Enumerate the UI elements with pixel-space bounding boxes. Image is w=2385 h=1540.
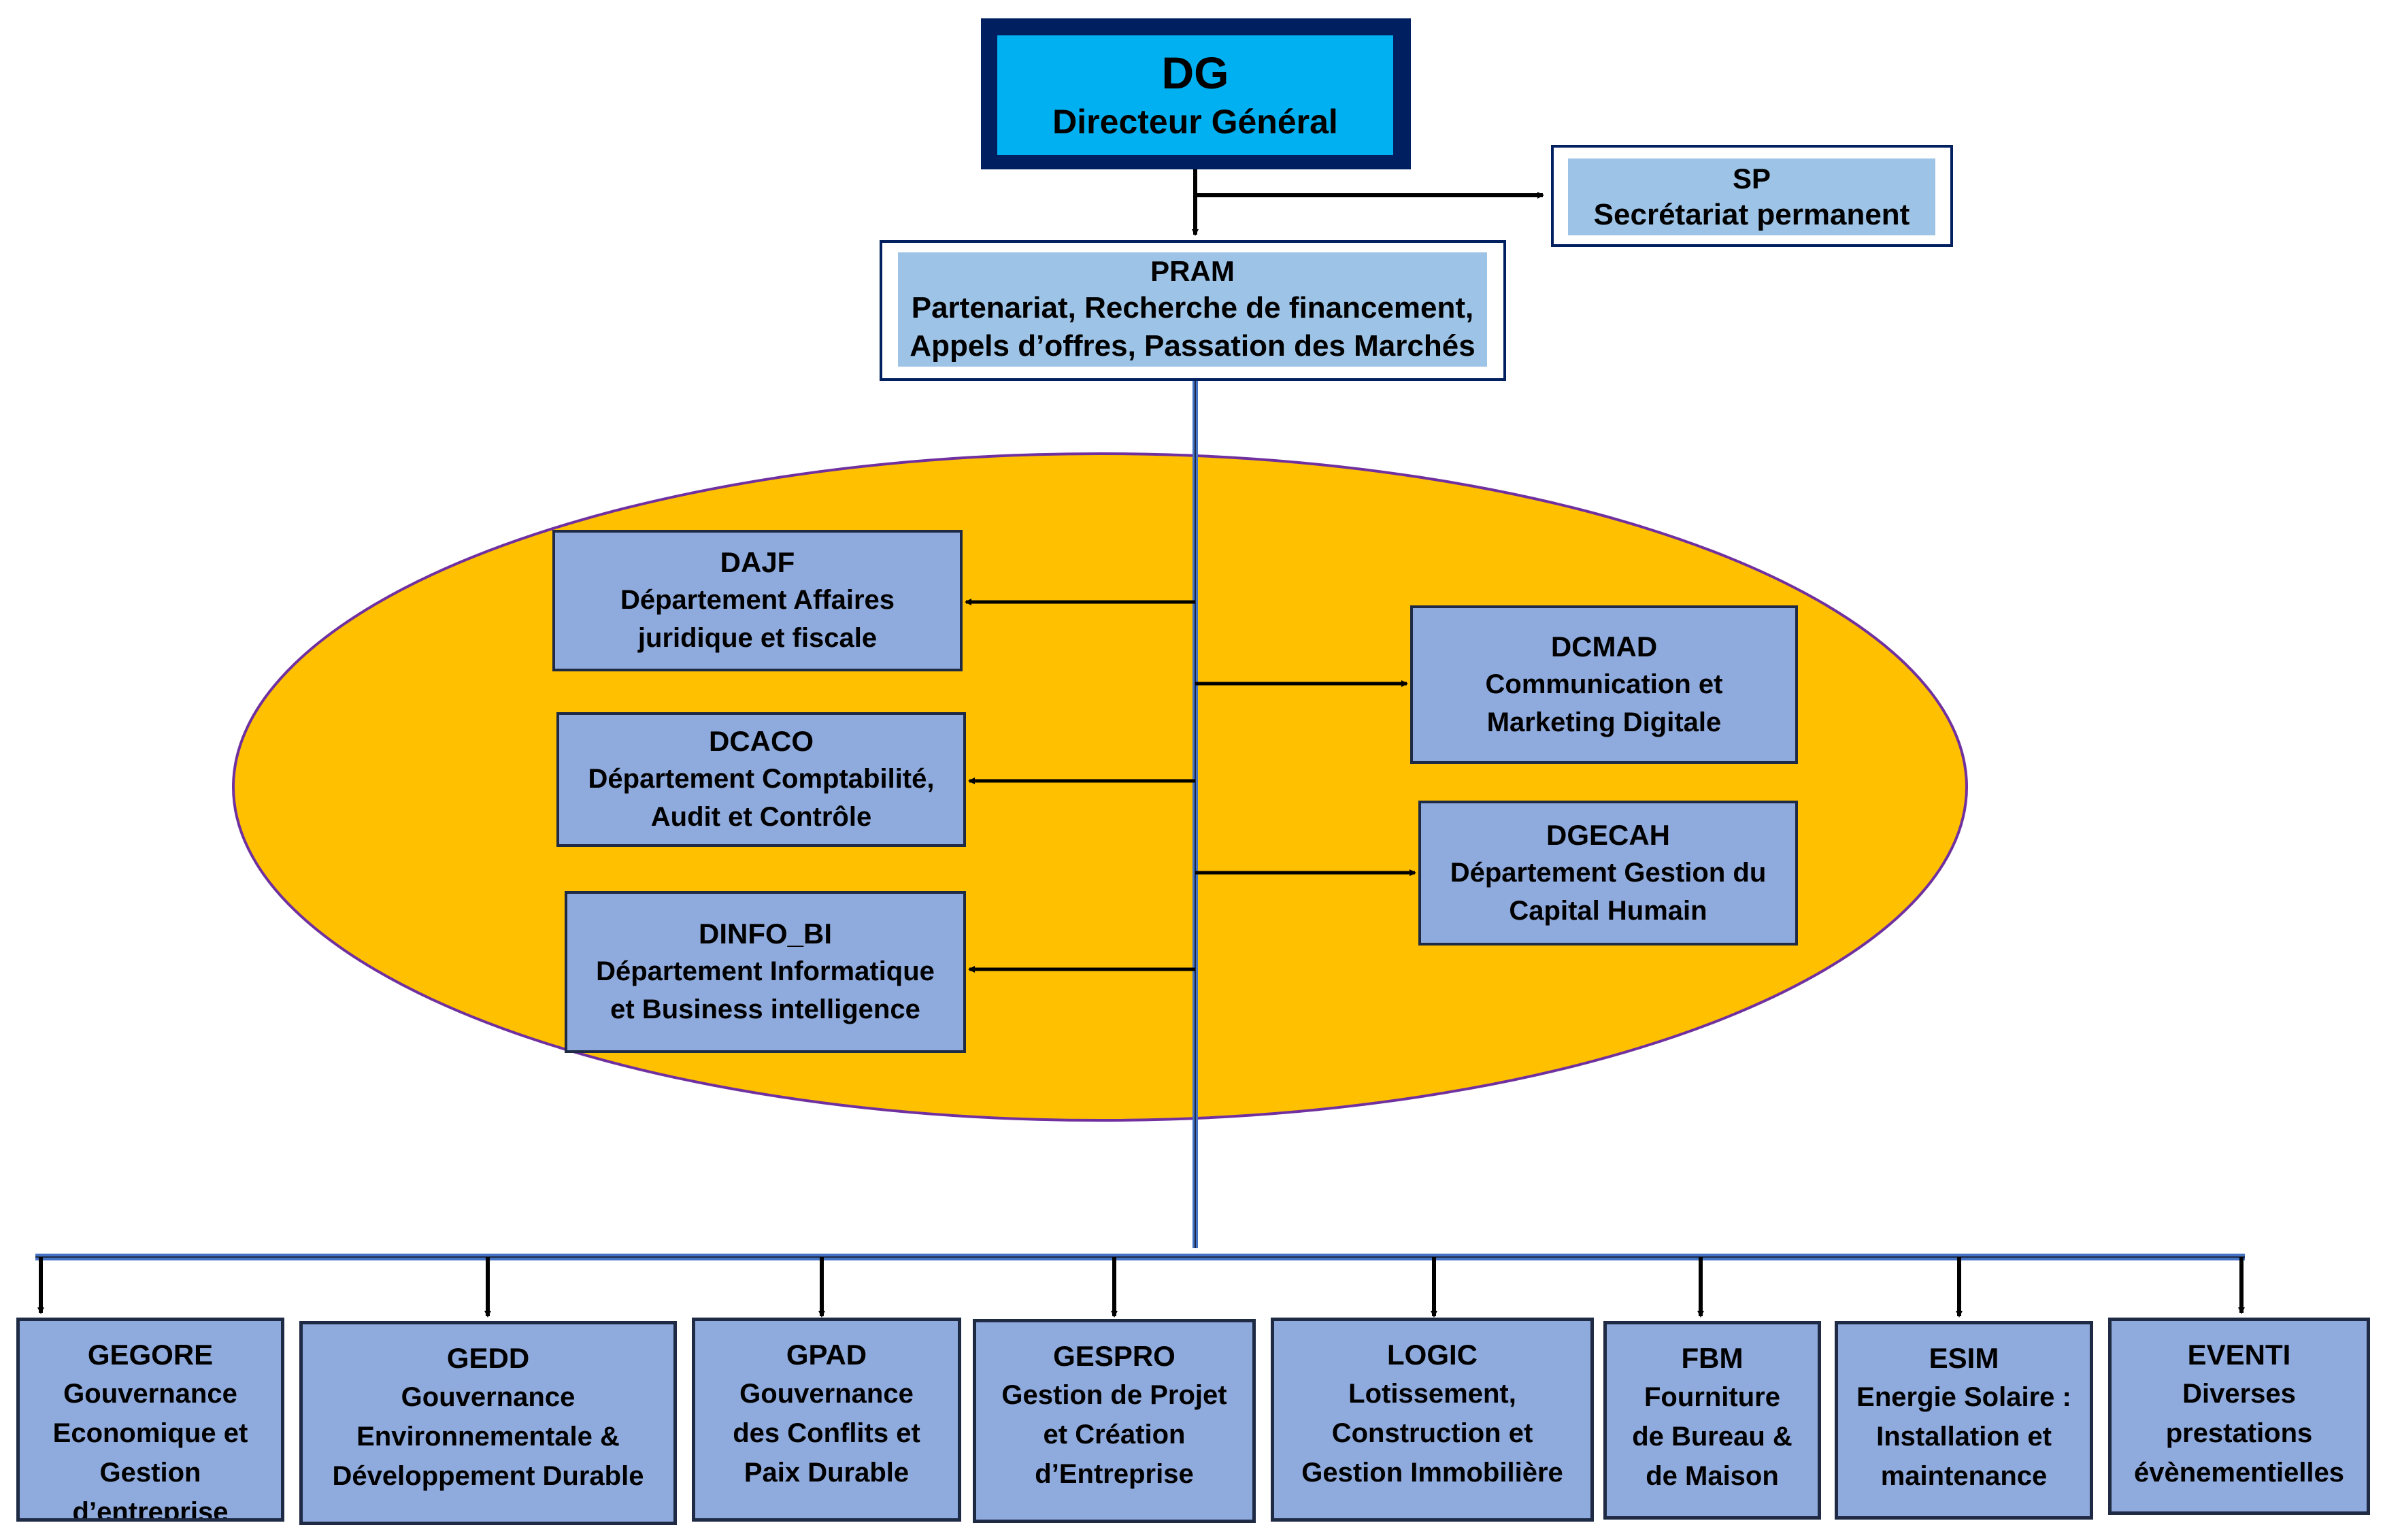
pram-code: PRAM	[1150, 255, 1235, 287]
dept-line: Communication et	[1485, 669, 1723, 699]
dept-box-dinfo-bi[interactable]: DINFO_BI Département Informatique et Bus…	[565, 891, 966, 1053]
subsidiary-line: d’entreprise	[72, 1497, 229, 1522]
dept-code: DAJF	[720, 546, 795, 578]
dept-box-dcaco[interactable]: DCACO Département Comptabilité, Audit et…	[556, 712, 966, 847]
subsidiary-line: évènementielles	[2133, 1458, 2345, 1488]
sp-code: SP	[1732, 162, 1771, 195]
subsidiary-line: de Maison	[1646, 1461, 1779, 1491]
subsidiary-code: EVENTI	[2187, 1339, 2291, 1371]
subsidiary-line: Lotissement,	[1348, 1379, 1516, 1409]
dept-line: Département Comptabilité,	[588, 764, 935, 794]
subsidiary-line: maintenance	[1880, 1461, 2048, 1491]
subsidiary-line: Environnementale &	[356, 1422, 620, 1452]
subsidiary-line: Gouvernance	[401, 1382, 576, 1412]
dept-line: juridique et fiscale	[637, 623, 878, 653]
subsidiary-code: GPAD	[786, 1339, 867, 1371]
subsidiary-line: d’Entreprise	[1035, 1459, 1194, 1489]
subsidiary-line: des Conflits et	[733, 1418, 920, 1448]
subsidiary-line: de Bureau &	[1632, 1422, 1792, 1452]
subsidiary-box-gpad[interactable]: GPAD Gouvernance des Conflits et Paix Du…	[692, 1318, 961, 1522]
dept-code: DINFO_BI	[698, 918, 832, 950]
dept-code: DCMAD	[1550, 630, 1658, 663]
subsidiary-line: Gestion Immobilière	[1301, 1458, 1563, 1488]
dept-line: Département Informatique	[596, 956, 935, 986]
subsidiary-line: et Création	[1043, 1420, 1186, 1450]
pram-line-1: Partenariat, Recherche de financement,	[911, 291, 1474, 324]
subsidiary-line: Economique et	[52, 1418, 248, 1448]
subsidiary-code: FBM	[1681, 1342, 1744, 1374]
subsidiary-box-esim[interactable]: ESIM Energie Solaire : Installation et m…	[1835, 1321, 2093, 1520]
subsidiary-box-fbm[interactable]: FBM Fourniture de Bureau & de Maison	[1603, 1321, 1821, 1520]
dept-line: et Business intelligence	[610, 994, 920, 1024]
subsidiary-box-gedd[interactable]: GEDD Gouvernance Environnementale & Déve…	[299, 1321, 677, 1525]
dept-line: Audit et Contrôle	[650, 802, 872, 832]
subsidiary-line: Gouvernance	[739, 1379, 914, 1409]
dept-code: DCACO	[709, 725, 814, 757]
subsidiary-code: GESPRO	[1053, 1340, 1175, 1372]
subsidiary-line: Construction et	[1331, 1418, 1533, 1448]
subsidiary-line: Gouvernance	[63, 1379, 237, 1409]
subsidiary-code: LOGIC	[1387, 1339, 1478, 1371]
sp-name: Secrétariat permanent	[1593, 197, 1910, 231]
dept-line: Marketing Digitale	[1486, 707, 1722, 737]
dept-line: Département Gestion du	[1450, 857, 1767, 888]
subsidiary-line: prestations	[2165, 1418, 2313, 1448]
dept-box-dgecah[interactable]: DGECAH Département Gestion du Capital Hu…	[1418, 801, 1798, 945]
subsidiary-line: Paix Durable	[744, 1458, 910, 1488]
sp-box[interactable]: SP Secrétariat permanent	[1568, 158, 1935, 235]
subsidiary-code: GEDD	[446, 1342, 530, 1374]
subsidiary-code: ESIM	[1929, 1342, 1999, 1374]
dg-code: DG	[1161, 48, 1229, 98]
dg-name: Directeur Général	[1052, 103, 1338, 141]
subsidiary-box-gespro[interactable]: GESPRO Gestion de Projet et Création d’E…	[973, 1319, 1256, 1523]
dept-line: Capital Humain	[1509, 895, 1707, 926]
subsidiary-line: Installation et	[1876, 1422, 2052, 1452]
dept-code: DGECAH	[1546, 818, 1670, 851]
dept-box-dajf[interactable]: DAJF Département Affaires juridique et f…	[552, 530, 963, 671]
subsidiary-line: Fourniture	[1644, 1382, 1780, 1412]
subsidiary-box-eventi[interactable]: EVENTI Diverses prestations évènementiel…	[2108, 1318, 2370, 1515]
subsidiary-code: GEGORE	[87, 1339, 214, 1371]
departments-ellipse	[232, 452, 1968, 1122]
dg-box[interactable]: DG Directeur Général	[997, 35, 1393, 155]
pram-box[interactable]: PRAM Partenariat, Recherche de financeme…	[898, 252, 1487, 367]
dept-line: Département Affaires	[620, 585, 895, 615]
subsidiary-line: Diverses	[2182, 1379, 2296, 1409]
pram-line-2: Appels d’offres, Passation des Marchés	[910, 329, 1475, 363]
subsidiary-box-logic[interactable]: LOGIC Lotissement, Construction et Gesti…	[1271, 1318, 1594, 1522]
dept-box-dcmad[interactable]: DCMAD Communication et Marketing Digital…	[1410, 605, 1798, 764]
subsidiary-box-gegore[interactable]: GEGORE Gouvernance Economique et Gestion…	[16, 1318, 284, 1522]
subsidiary-line: Energie Solaire :	[1856, 1382, 2071, 1412]
subsidiary-line: Gestion	[99, 1458, 201, 1488]
subsidiary-line: Gestion de Projet	[1001, 1380, 1227, 1410]
subsidiary-line: Développement Durable	[332, 1461, 644, 1491]
